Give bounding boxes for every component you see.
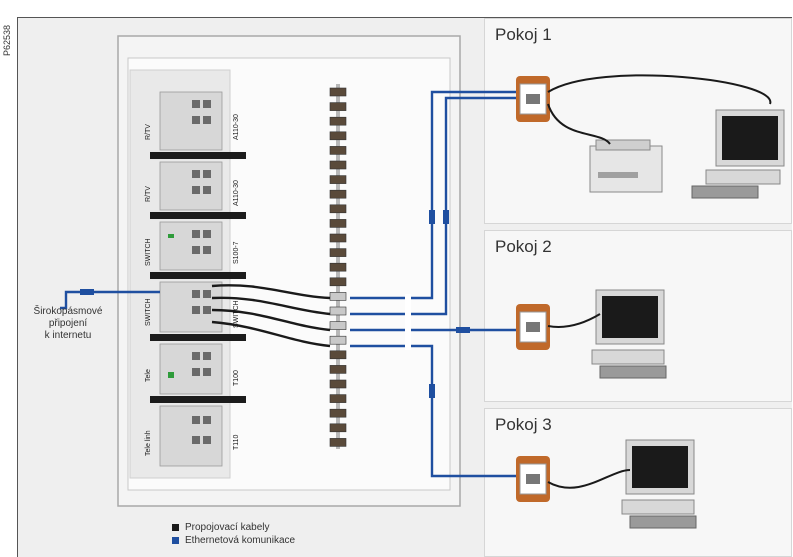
- figure-code: P62538: [2, 25, 12, 56]
- module-label: SWITCH: [233, 300, 240, 328]
- wall-socket-icon: [516, 304, 550, 350]
- wall-socket-icon: [516, 76, 550, 122]
- internet-label-line: Širokopásmové: [33, 306, 103, 317]
- internet-connection-label: Širokopásmové připojení k internetu: [28, 306, 108, 342]
- computer-icon: [691, 109, 785, 199]
- module-label: SWITCH: [145, 298, 152, 326]
- connector-icon: [80, 210, 470, 398]
- computer-icon: [621, 439, 697, 529]
- computer-cable: [547, 469, 631, 489]
- module-label: R/TV: [145, 124, 152, 140]
- modules: [159, 91, 223, 467]
- internet-label-line: připojení: [48, 318, 88, 329]
- module-label: A110-30: [233, 114, 240, 140]
- din-rails: [150, 152, 246, 403]
- module-label: T110: [233, 434, 240, 450]
- cabinet-exit-marks: [405, 294, 411, 350]
- patch-port: [329, 365, 347, 374]
- patch-port: [329, 102, 347, 111]
- patch-port: [329, 146, 347, 155]
- module-label: SWITCH: [145, 238, 152, 266]
- legend-swatch: [172, 524, 179, 531]
- patch-port: [329, 204, 347, 214]
- patch-port: [329, 233, 347, 243]
- patch-port: [329, 408, 347, 418]
- patch-port: [329, 438, 347, 447]
- room-title: Pokoj 3: [495, 415, 552, 434]
- computer-cable: [547, 313, 601, 328]
- legend-swatch: [172, 537, 179, 544]
- computer-cable: [547, 74, 772, 105]
- legend-item: Ethernetová komunikace: [172, 534, 295, 547]
- patch-port: [329, 423, 347, 433]
- room-title: Pokoj 2: [495, 237, 552, 256]
- module-label: Tele linh: [145, 430, 152, 456]
- printer-cable: [547, 103, 611, 145]
- printer-icon: [589, 139, 663, 193]
- module-labels-right: A110-30 A110-30 S100-7 SWITCH T100 T110: [233, 114, 240, 450]
- wall-socket-icon: [516, 456, 550, 502]
- patch-port: [329, 262, 347, 272]
- patch-port: [329, 219, 347, 228]
- module-label: R/TV: [145, 186, 152, 202]
- patch-port: [329, 292, 347, 301]
- patch-port: [329, 379, 347, 389]
- room-title: Pokoj 1: [495, 25, 552, 44]
- patch-cables: [211, 284, 331, 348]
- patch-port: [329, 350, 347, 360]
- module-label: A110-30: [233, 180, 240, 206]
- internet-label-line: k internetu: [44, 330, 92, 341]
- patch-panel: [329, 84, 347, 449]
- module-label: Tele: [145, 369, 152, 382]
- legend: Propojovací kabely Ethernetová komunikac…: [172, 521, 295, 547]
- patch-port: [329, 306, 347, 316]
- patch-port: [329, 189, 347, 199]
- legend-item: Propojovací kabely: [172, 521, 295, 534]
- module-labels-left: R/TV R/TV SWITCH SWITCH Tele Tele linh: [145, 124, 152, 456]
- module-label: S100-7: [233, 241, 240, 264]
- module-ports: [168, 100, 211, 444]
- patch-port: [329, 160, 347, 170]
- patch-port: [329, 87, 347, 97]
- patch-port: [329, 248, 347, 257]
- computer-icon: [591, 289, 667, 379]
- patch-port: [329, 321, 347, 330]
- figure-code-text: P62538: [2, 25, 12, 56]
- legend-label: Ethernetová komunikace: [185, 535, 296, 546]
- patch-port: [329, 116, 347, 126]
- patch-port: [329, 175, 347, 184]
- patch-port: [329, 277, 347, 287]
- module-label: T100: [233, 370, 240, 386]
- patch-port: [329, 335, 347, 345]
- legend-label: Propojovací kabely: [185, 522, 270, 533]
- ethernet-cables: [60, 90, 520, 478]
- patch-port: [329, 394, 347, 403]
- patch-port: [329, 131, 347, 141]
